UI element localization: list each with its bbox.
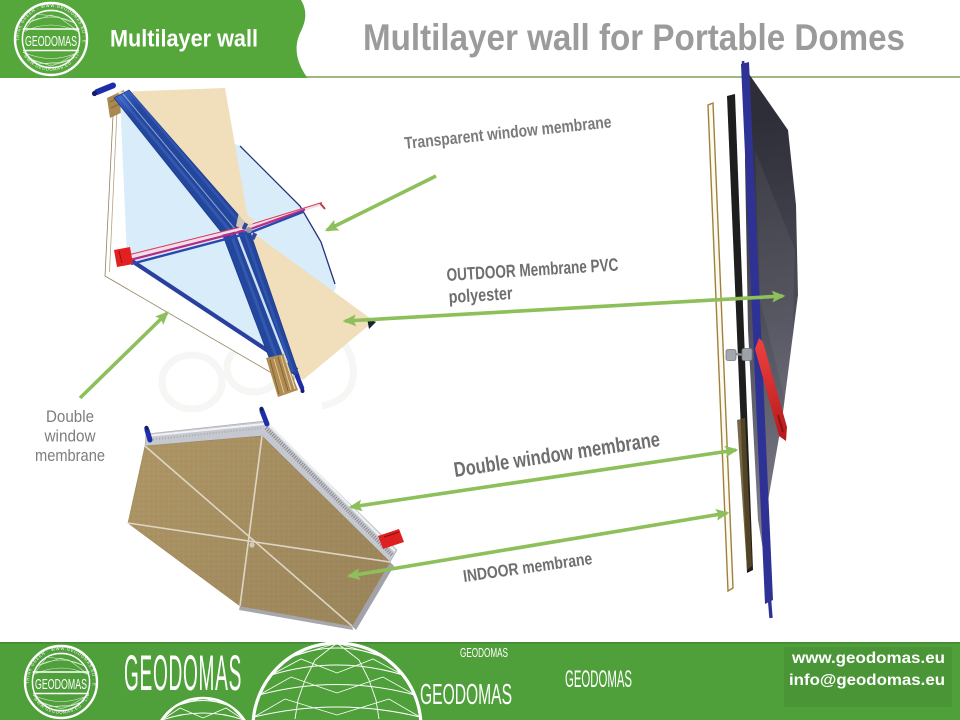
svg-text:www.geodomas.eu: www.geodomas.eu — [791, 650, 945, 667]
svg-text:GEODOMAS: GEODOMAS — [420, 679, 512, 711]
svg-text:Double: Double — [46, 408, 94, 426]
svg-text:GEODOMAS: GEODOMAS — [460, 647, 508, 660]
svg-text:Multilayer wall for Portable D: Multilayer wall for Portable Domes — [363, 17, 905, 58]
svg-text:window: window — [44, 428, 96, 446]
svg-text:polyester: polyester — [448, 283, 513, 307]
svg-text:info@geodomas.eu: info@geodomas.eu — [789, 672, 945, 689]
svg-text:GEODOMAS: GEODOMAS — [565, 667, 632, 693]
svg-text:membrane: membrane — [35, 447, 105, 465]
svg-text:Multilayer wall: Multilayer wall — [110, 26, 258, 53]
svg-text:GEODOMAS: GEODOMAS — [124, 645, 242, 701]
